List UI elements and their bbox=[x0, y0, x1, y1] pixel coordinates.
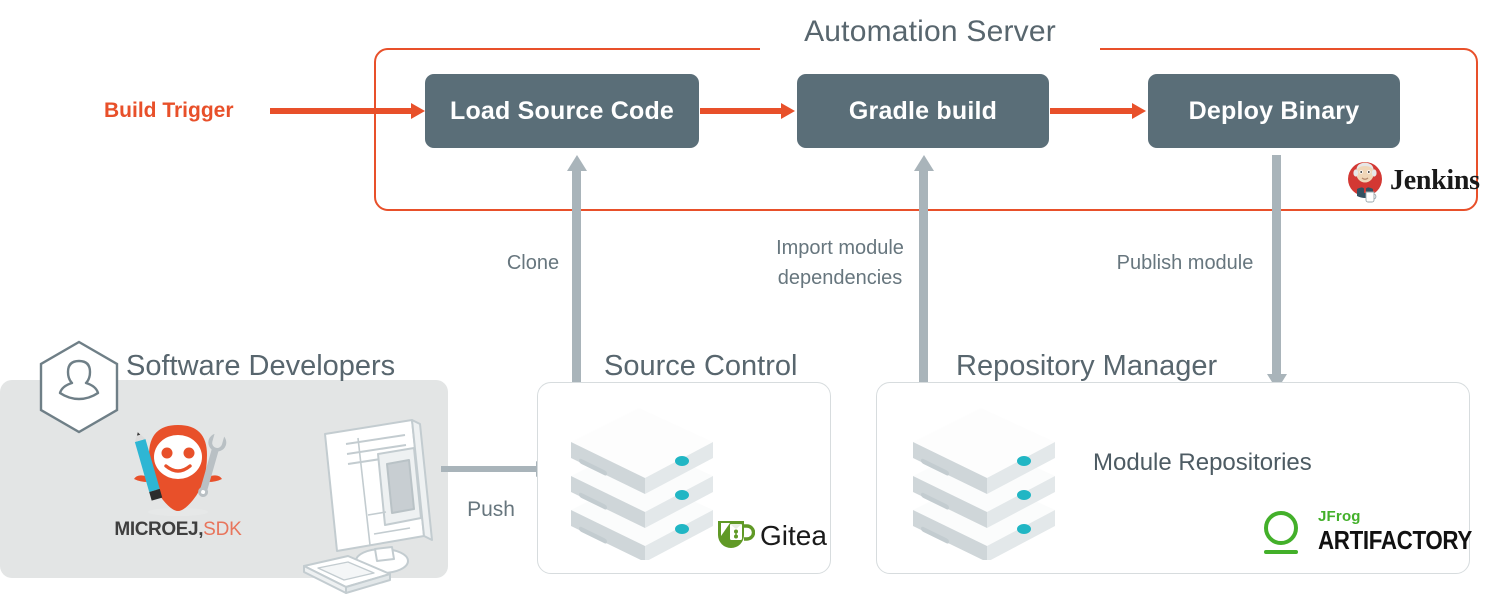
publish-arrow bbox=[1272, 155, 1281, 375]
clone-arrow bbox=[572, 170, 581, 384]
stage-load-source-code-label: Load Source Code bbox=[449, 96, 675, 125]
stage-load-source-code[interactable]: Load Source Code bbox=[425, 74, 699, 148]
import-label-line2: dependencies bbox=[777, 267, 903, 289]
pipeline-arrow-gradle-to-deploy bbox=[1050, 108, 1133, 114]
jfrog-artifactory-logo: JFrog ARTIFACTORY bbox=[1256, 508, 1472, 560]
desktop-computer-icon bbox=[290, 410, 460, 595]
stage-gradle-build-label: Gradle build bbox=[848, 96, 998, 125]
artifactory-wordmark: ARTIFACTORY bbox=[1318, 525, 1472, 555]
repository-manager-title: Repository Manager bbox=[956, 350, 1218, 382]
push-label: Push bbox=[467, 498, 515, 521]
person-hexagon-icon bbox=[36, 339, 122, 435]
clone-label: Clone bbox=[506, 252, 560, 274]
gitea-logo-text: Gitea bbox=[760, 520, 827, 551]
push-arrow bbox=[441, 466, 537, 472]
build-trigger-label: Build Trigger bbox=[104, 99, 234, 122]
stage-gradle-build[interactable]: Gradle build bbox=[797, 74, 1049, 148]
jenkins-logo-text: Jenkins bbox=[1390, 165, 1480, 196]
stage-deploy-binary-label: Deploy Binary bbox=[1188, 96, 1360, 125]
microej-robot-icon bbox=[134, 425, 227, 516]
software-developers-title: Software Developers bbox=[126, 350, 396, 382]
automation-server-title: Automation Server bbox=[760, 12, 1100, 52]
gitea-logo: Gitea bbox=[715, 517, 827, 557]
import-dependencies-label: Import module dependencies bbox=[760, 233, 920, 293]
stage-deploy-binary[interactable]: Deploy Binary bbox=[1148, 74, 1400, 148]
pipeline-arrow-load-to-gradle bbox=[700, 108, 782, 114]
publish-module-label: Publish module bbox=[1116, 252, 1254, 274]
import-arrow bbox=[919, 170, 928, 384]
server-stack-icon bbox=[561, 398, 723, 562]
microej-sdk-wordmark: MICROEJ,SDK bbox=[108, 519, 248, 541]
microej-wordmark-bold: MICROEJ bbox=[114, 519, 199, 540]
module-repositories-label: Module Repositories bbox=[1093, 449, 1312, 476]
source-control-title: Source Control bbox=[604, 350, 798, 382]
jenkins-butler-icon bbox=[1348, 162, 1382, 203]
microej-sdk-logo: MICROEJ,SDK bbox=[108, 415, 248, 560]
import-label-line1: Import module bbox=[776, 237, 904, 259]
jfrog-circle-icon bbox=[1264, 511, 1298, 554]
jenkins-logo: Jenkins bbox=[1344, 158, 1484, 206]
microej-wordmark-sdk: SDK bbox=[203, 519, 242, 540]
microej-wordmark-sep: , bbox=[198, 519, 204, 540]
server-stack-icon bbox=[903, 398, 1065, 562]
jfrog-wordmark: JFrog bbox=[1318, 508, 1361, 525]
build-trigger-arrow bbox=[270, 108, 412, 114]
gitea-cup-icon bbox=[718, 521, 756, 548]
